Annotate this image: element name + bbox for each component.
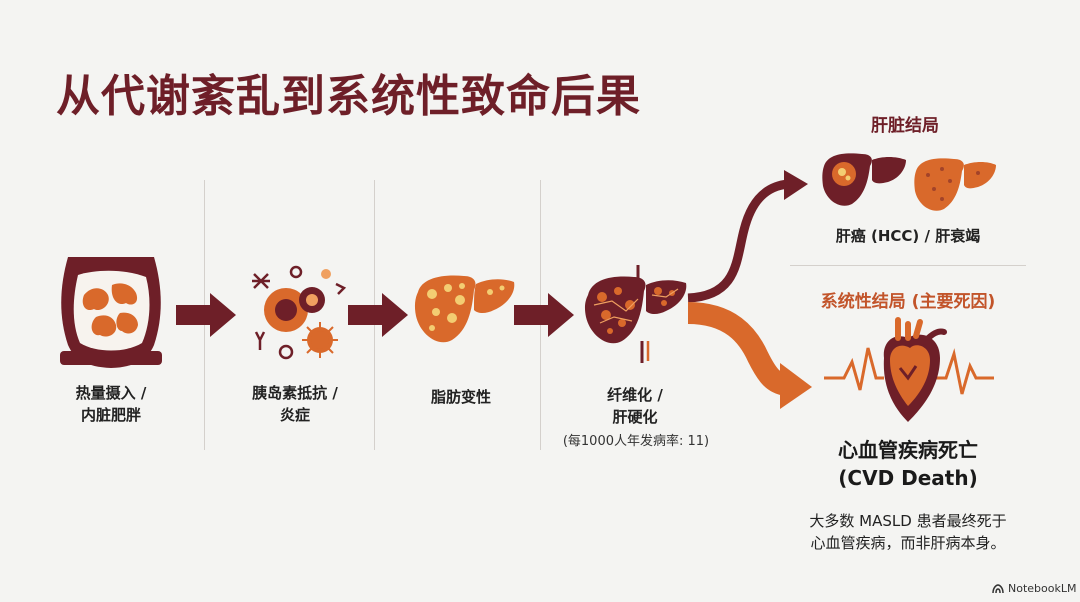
cirrhosis-incidence: (每1000人年发病率: 11) xyxy=(562,434,710,449)
branding: NotebookLM xyxy=(992,582,1076,595)
branding-text: NotebookLM xyxy=(1008,582,1077,595)
page-title: 从代谢紊乱到系统性致命后果 xyxy=(56,71,641,122)
notebooklm-icon xyxy=(992,583,1004,593)
cvd-note: 大多数 MASLD 患者最终死于 心血管疾病，而非肝病本身。 xyxy=(770,510,1046,554)
heart-ecg-icon xyxy=(824,317,994,422)
systemic-outcome-header: 系统性结局 (主要死因) xyxy=(820,292,996,312)
stage-label-line1: 胰岛素抵抗 / xyxy=(252,384,338,402)
stage-visceral-obesity xyxy=(56,255,166,370)
stage-label-line1: 脂肪变性 xyxy=(430,388,491,406)
stage-steatosis xyxy=(412,270,518,350)
cvd-note-line1: 大多数 MASLD 患者最终死于 xyxy=(809,512,1007,530)
belly-icon xyxy=(60,257,162,368)
flow-arrow-icon xyxy=(348,293,408,337)
flow-arrow-icon xyxy=(514,293,574,337)
fatty-liver-icon xyxy=(414,275,515,343)
cvd-death-title: 心血管疾病死亡 (CVD Death) xyxy=(808,436,1008,492)
stage-cirrhosis-label: 纤维化 / 肝硬化 xyxy=(570,384,700,428)
cvd-title-line1: 心血管疾病死亡 xyxy=(838,438,978,462)
divider xyxy=(790,265,1026,266)
cvd-title-line2: (CVD Death) xyxy=(838,466,978,490)
stage-visceral-obesity-label: 热量摄入 / 内脏肥胖 xyxy=(46,382,176,426)
stage-steatosis-label: 脂肪变性 xyxy=(396,386,526,408)
stage-label-line1: 纤维化 / xyxy=(607,386,663,404)
stage-cirrhosis xyxy=(582,265,692,365)
flow-arrow-icon xyxy=(176,293,236,337)
stage-insulin-resistance-label: 胰岛素抵抗 / 炎症 xyxy=(225,382,365,426)
branch-arrow-systemic-icon xyxy=(687,302,812,409)
liver-outcome-header: 肝脏结局 xyxy=(871,116,939,136)
stage-label-line2: 炎症 xyxy=(279,406,310,424)
branch-arrow-liver-icon xyxy=(687,170,808,303)
tumor-liver-icon xyxy=(822,153,906,206)
stage-label-line2: 肝硬化 xyxy=(612,408,658,426)
cells-icon xyxy=(252,265,347,360)
cvd-note-line2: 心血管疾病，而非肝病本身。 xyxy=(810,534,1006,552)
cirrhotic-liver-icon xyxy=(584,265,687,363)
stage-label-line1: 热量摄入 / xyxy=(75,384,147,402)
liver-outcome-label: 肝癌 (HCC) / 肝衰竭 xyxy=(835,227,981,245)
failing-liver-icon xyxy=(914,158,996,211)
stage-insulin-resistance xyxy=(240,260,350,370)
stage-label-line2: 内脏肥胖 xyxy=(80,406,141,424)
